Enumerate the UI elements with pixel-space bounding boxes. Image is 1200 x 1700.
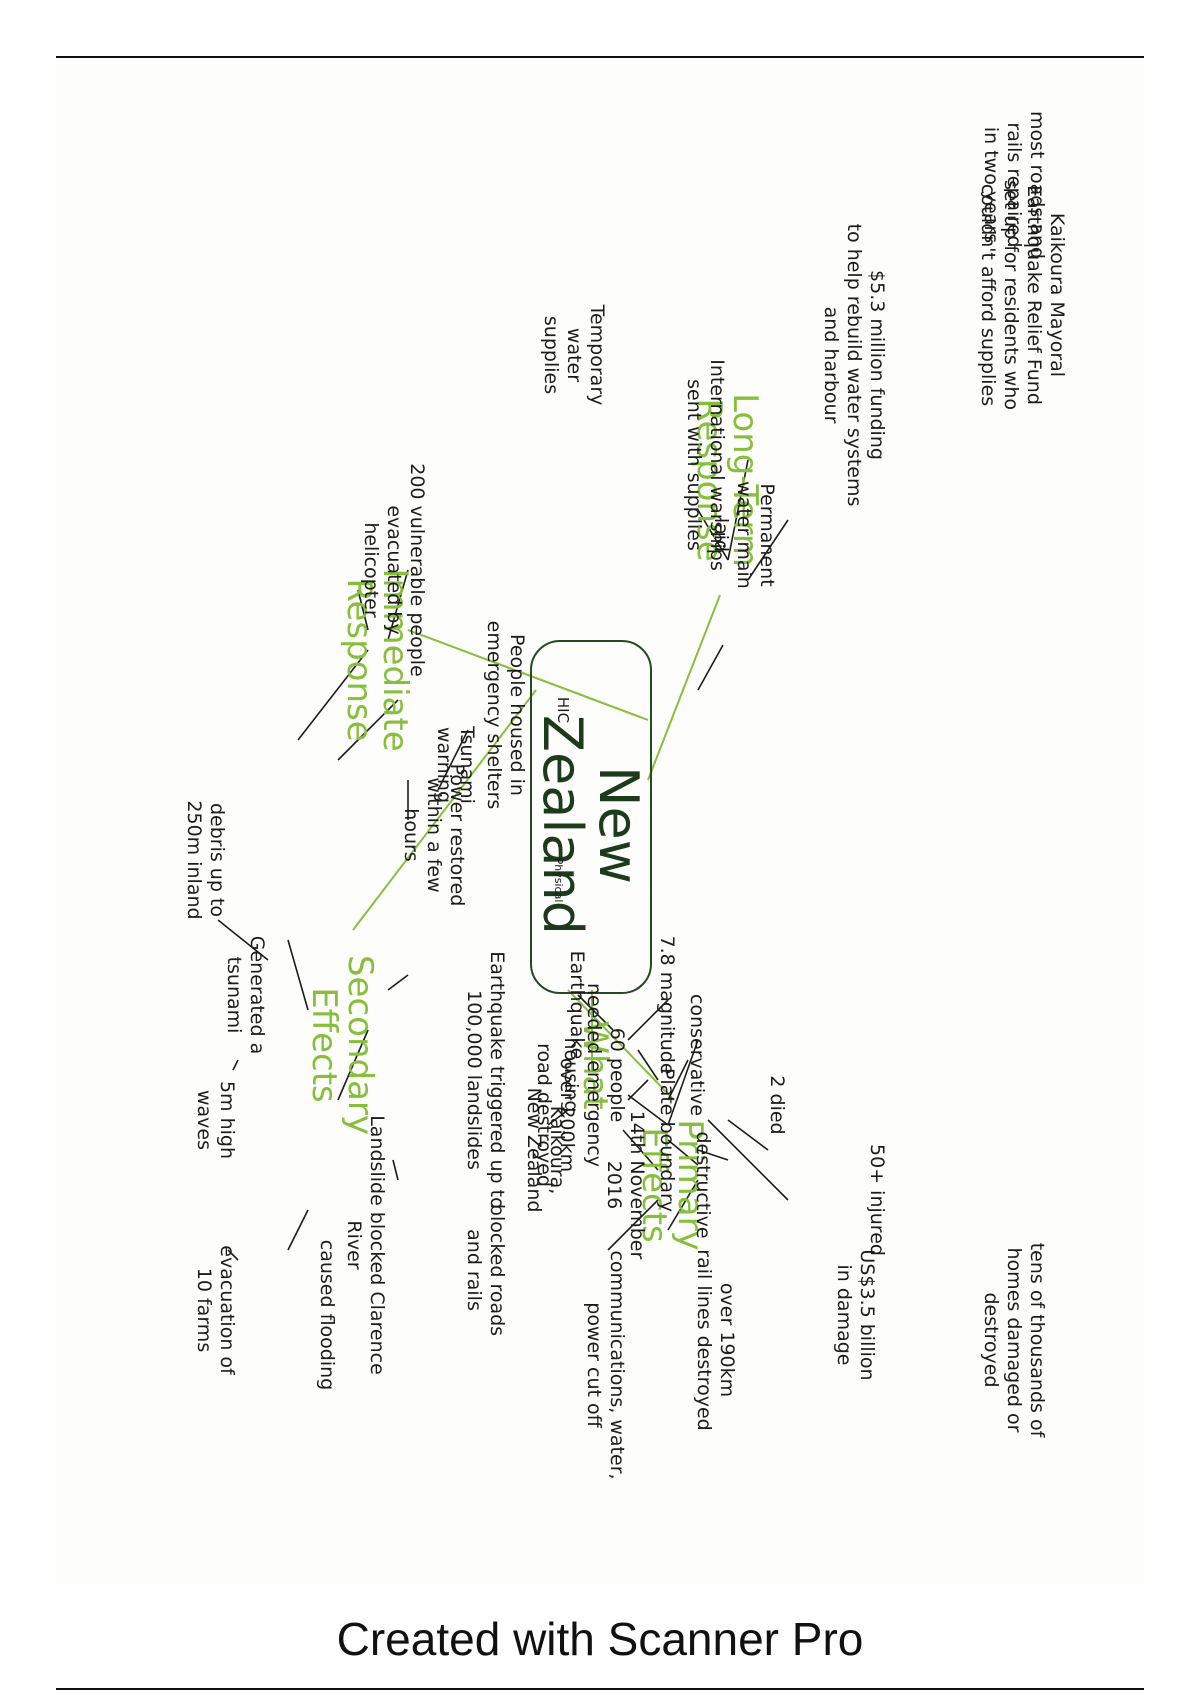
note-temp-water: Temporary water supplies [540,304,608,406]
link-plate [627,1094,669,1126]
note-destructive: destructive [692,1131,714,1239]
link-blocked [392,1159,399,1181]
note-evacuated: 200 vulnerable people evacuated by helic… [360,463,428,677]
note-generated-tsunami: Generated a tsunami [223,935,268,1055]
link-flooding [287,1209,309,1251]
note-warships: International warships sent with supplie… [683,359,728,571]
link-tsunami [437,729,469,791]
note-conservative: conservative [686,993,708,1117]
link-secondary [352,689,537,931]
note-shelters: People housed in emergency shelters [483,620,528,810]
link-conservative [667,1039,699,1126]
link-injured [727,1119,769,1151]
link-funding [697,509,729,561]
link-date [622,1129,659,1171]
connector-lines [217,459,789,1261]
link-temp-water [357,589,369,631]
link-roads-rails [727,459,749,561]
link-primary [567,989,675,1101]
mind-map: New Zealand HIC Physical What Long-Term … [80,0,1168,1520]
link-shelters [337,699,399,761]
link-housing [637,1049,659,1081]
note-homes: tens of thousands of homes damaged or de… [980,1242,1048,1438]
link-damage [697,1149,729,1161]
note-magnitude: 7.8 magnitude [656,935,678,1075]
note-damage-cost: US$3.5 billion in damage [833,1249,878,1381]
bottom-rule [56,1688,1144,1690]
link-magnitude [627,999,669,1041]
link-earthquake [577,994,614,1031]
note-blocked-roads: blocked roads and rails [463,1203,508,1337]
link-landslides [387,974,409,991]
link-immediate [407,629,649,721]
link-relief [747,519,789,581]
note-debris: debris up to 250m inland [183,800,228,920]
link-died [667,1059,689,1101]
center-tag-physical: Physical [552,857,565,903]
note-rail-destroyed: over 190km rail lines destroyed [693,1249,738,1431]
scanned-page [56,64,1144,1584]
note-roads-rails: most roads and rails repaired in two yea… [980,111,1048,259]
note-waves: 5m high waves [193,1080,238,1160]
link-water-main [697,644,724,691]
link-rail [667,1179,699,1231]
link-waves [232,1059,239,1071]
top-rule [56,56,1144,58]
link-comms [607,1199,659,1251]
center-tag-hic: HIC [554,696,572,724]
link-generated [287,939,309,1011]
note-landslides: Earthquake triggered up to 100,000 lands… [463,951,508,1209]
link-homes [707,1119,789,1201]
link-long-term [647,594,721,781]
scanner-footer: Created with Scanner Pro [336,1613,864,1665]
link-evac-farms [227,1249,239,1261]
link-river [337,1029,369,1101]
link-warships [387,569,409,641]
note-flooding: caused flooding [316,1239,338,1391]
note-road-destroyed: over 200km road destroyed [533,1043,578,1187]
note-landslide-river: Landslide blocked Clarence River [343,1115,388,1375]
note-power-restored: Power restored within a few hours [400,763,468,907]
link-debris [217,919,269,961]
link-location [547,1109,569,1126]
note-died: 2 died [766,1075,788,1135]
link-road [627,1079,649,1101]
link-destructive [667,1139,699,1166]
note-evac-farms: evacuation of 10 farms [193,1245,238,1375]
note-funding: $5.3 million funding to help rebuild wat… [820,223,888,507]
note-comms-cut: communications, water, power cut off [583,1250,628,1480]
link-evacuated [297,649,369,741]
